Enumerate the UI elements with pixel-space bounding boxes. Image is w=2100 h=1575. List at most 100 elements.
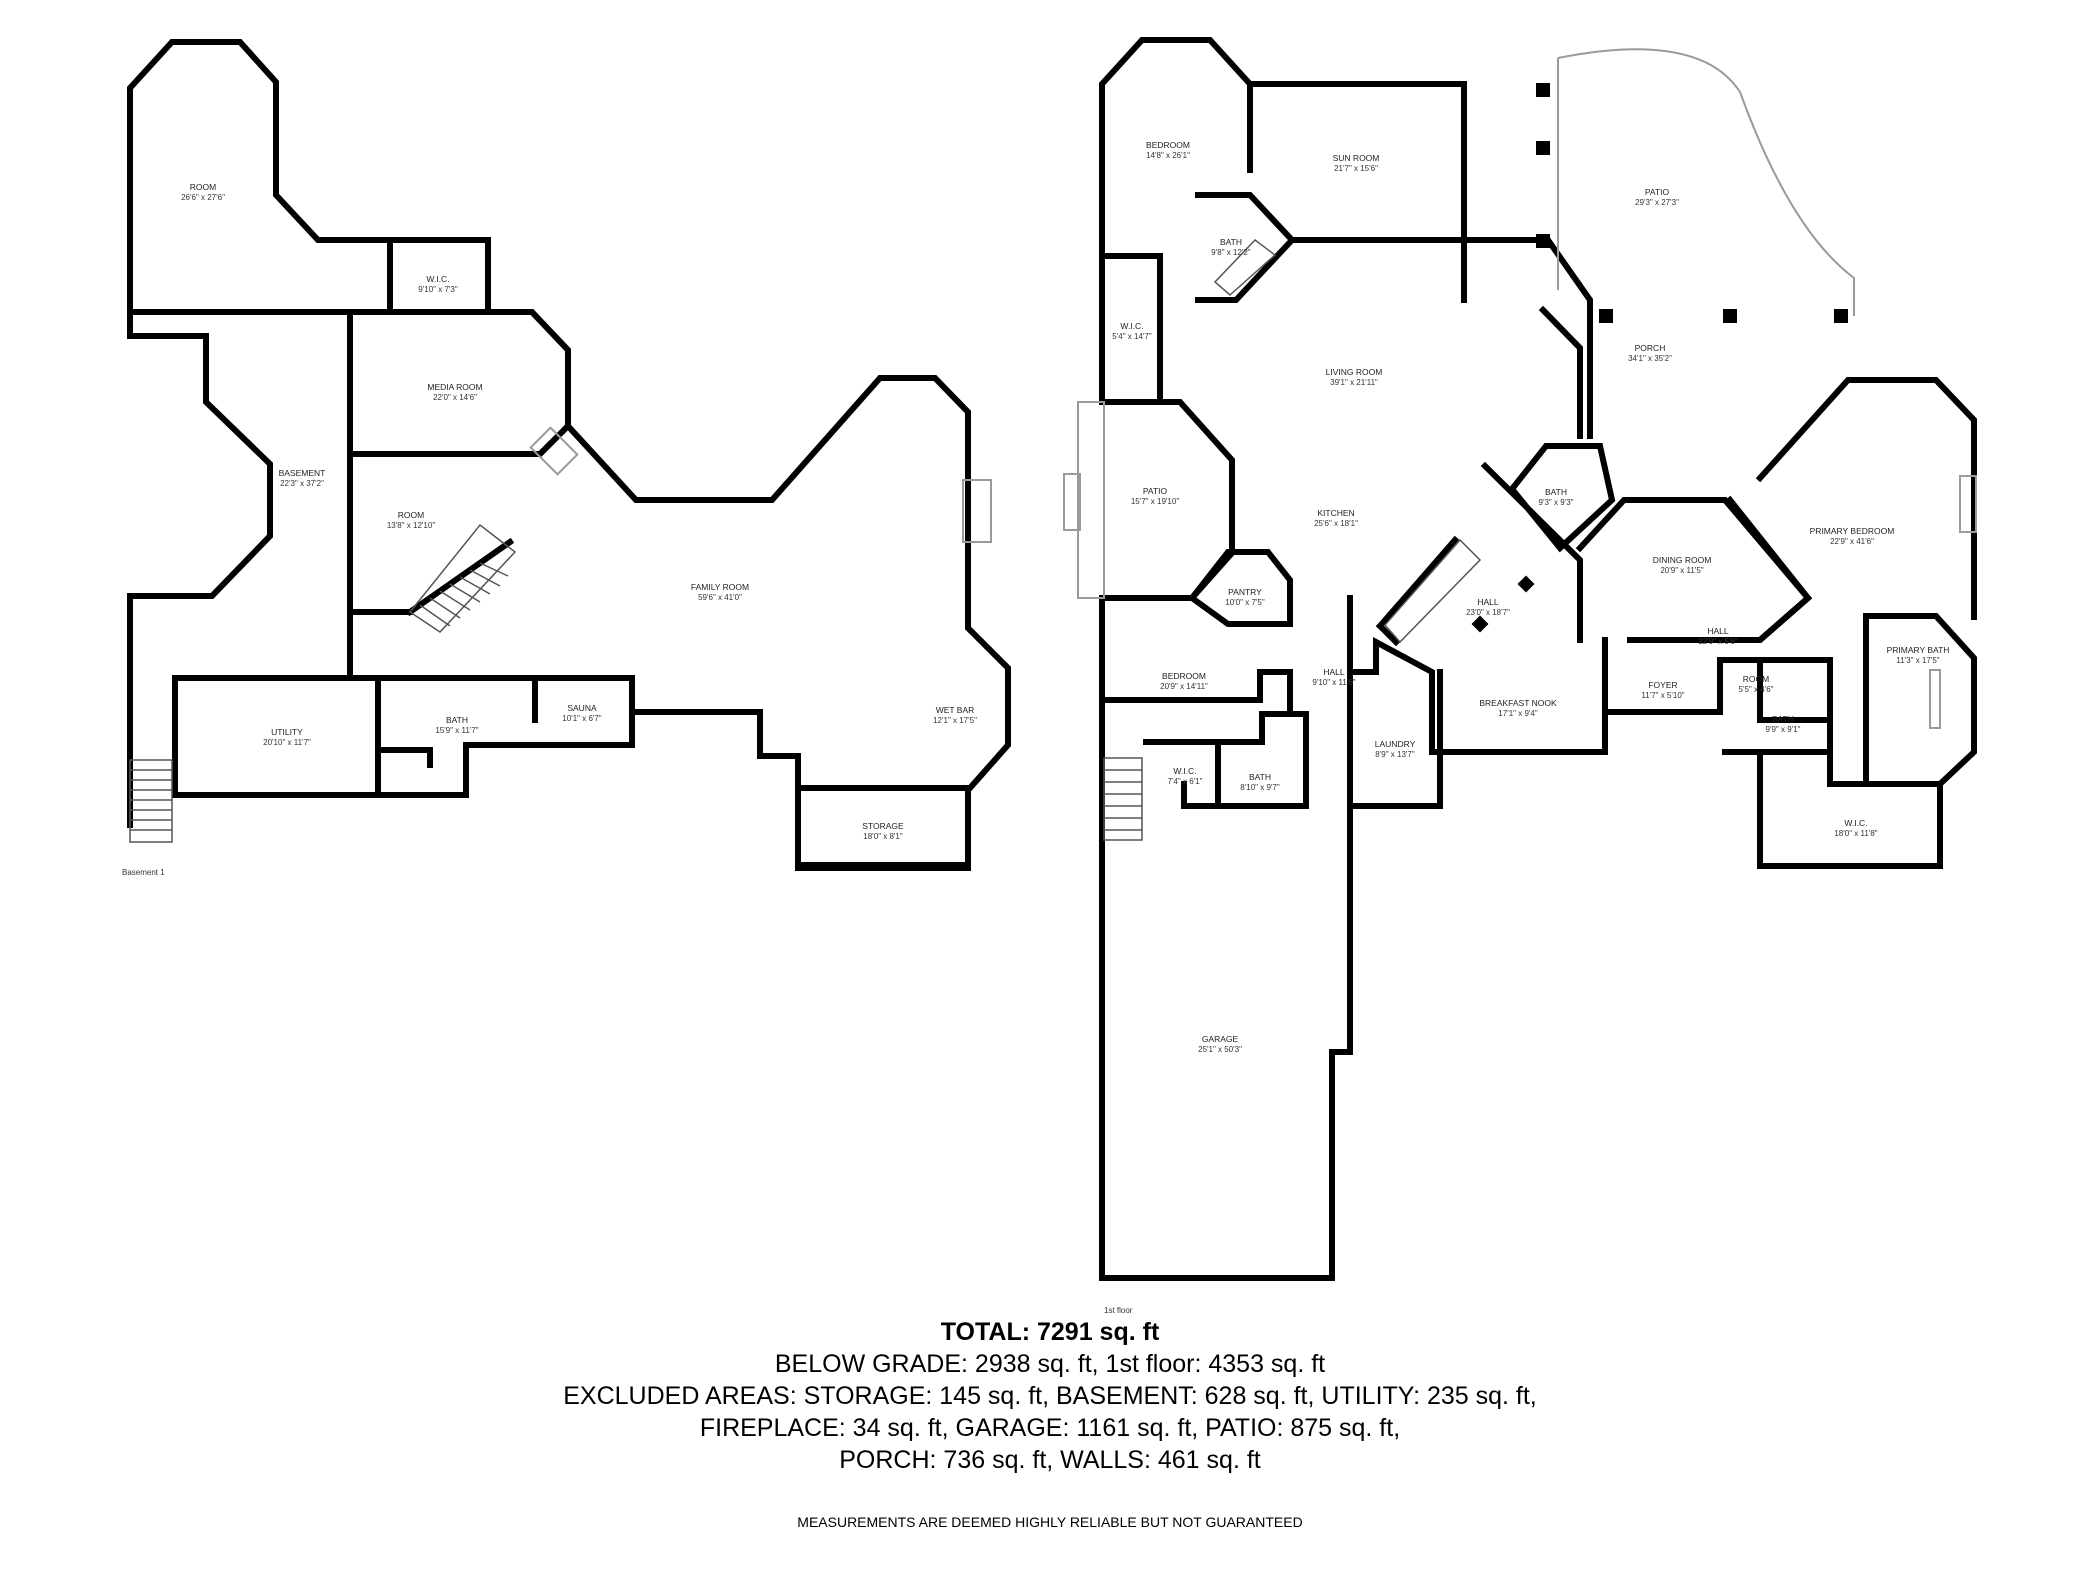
room-dims: 22'3" x 37'2" (280, 479, 324, 488)
room-label: BATH (1249, 772, 1271, 782)
measurement-disclaimer: MEASUREMENTS ARE DEEMED HIGHLY RELIABLE … (797, 1514, 1303, 1530)
basement-stairs (405, 523, 517, 633)
room-label: HALL (1477, 597, 1499, 607)
room-label: BEDROOM (1146, 140, 1190, 150)
breakfast-nook-walls (1347, 636, 1608, 755)
room-dims: 10'0" x 7'5" (1225, 598, 1265, 607)
room-dims: 9'3" x 9'3" (1539, 498, 1574, 507)
room-label: ROOM (190, 182, 216, 192)
primary-bedroom-walls (1755, 377, 1977, 620)
room-label: PRIMARY BATH (1887, 645, 1950, 655)
room-label: HALL (1323, 667, 1345, 677)
room-label: SUN ROOM (1333, 153, 1380, 163)
kitchen-stair-walls (1375, 535, 1460, 647)
room-dims: 11'3" x 17'5" (1896, 656, 1939, 665)
laundry-walls (1347, 669, 1443, 809)
first-wic-walls (1099, 253, 1163, 405)
room-dims: 21'7" x 15'6" (1334, 164, 1378, 173)
room-label: GARAGE (1202, 1034, 1239, 1044)
first-floor-plan: BEDROOM 14'8" x 26'1" SUN ROOM 21'7" x 1… (1063, 37, 1977, 1315)
primary-bath-vanity (1929, 669, 1941, 729)
room-dims: 13'8" x 12'10" (387, 521, 435, 530)
first-fireplace-west (1063, 473, 1081, 531)
west-patio-deck (1077, 401, 1105, 599)
room-label: ROOM (398, 510, 424, 520)
room-label: HALL (1707, 626, 1729, 636)
basement-fireplace (962, 479, 992, 543)
room-dims: 39'1" x 21'11" (1330, 378, 1378, 387)
excluded-areas-line: EXCLUDED AREAS: STORAGE: 145 sq. ft, BAS… (563, 1382, 1537, 1410)
bath-9ft9-walls (1722, 749, 1869, 787)
room-dims: 5'5" x 4'6" (1739, 685, 1774, 694)
room-dims: 10'1" x 6'7" (562, 714, 602, 723)
room-dims: 18'0" x 8'1" (863, 832, 903, 841)
room-dims: 14'8" x 26'1" (1146, 151, 1190, 160)
area-breakdown-line: BELOW GRADE: 2938 sq. ft, 1st floor: 435… (774, 1350, 1326, 1378)
room-dims: 8'10" x 9'7" (1240, 783, 1280, 792)
room-dims: 26'6" x 27'6" (181, 193, 225, 202)
room-dims: 8'9" x 13'7" (1375, 750, 1415, 759)
room-dims: 5'4" x 14'7" (1112, 332, 1152, 341)
excluded-areas-line: FIREPLACE: 34 sq. ft, GARAGE: 1161 sq. f… (699, 1414, 1401, 1442)
living-room-diagonal-wall (1538, 305, 1583, 439)
room-dims: 23'0" x 18'7" (1466, 608, 1510, 617)
floor-name-label: 1st floor (1104, 1306, 1133, 1315)
bedroom-top-walls (1099, 37, 1253, 405)
room-dims: 25'6" x 18'1" (1314, 519, 1358, 528)
room-label: PANTRY (1228, 587, 1262, 597)
room-label: MEDIA ROOM (427, 382, 482, 392)
room-label: W.I.C. (426, 274, 449, 284)
room-dims: 59'6" x 41'0" (698, 593, 742, 602)
room-dims: 9'10" x 7'3" (418, 285, 458, 294)
porch-columns (1471, 83, 1848, 633)
sunroom-walls (1247, 81, 1467, 243)
room-dims: 22'9" x 41'6" (1830, 537, 1874, 546)
floor-name-label: Basement 1 (122, 868, 165, 877)
room-label: DINING ROOM (1653, 555, 1712, 565)
media-closet (529, 426, 579, 476)
room-label: FAMILY ROOM (691, 582, 749, 592)
room-label: BATH (1772, 714, 1794, 724)
room-label: ROOM (1743, 674, 1769, 684)
bath-9ft-walls (1508, 443, 1616, 553)
room-dims: 7'4" x 6'1" (1168, 777, 1203, 786)
room-label: BATH (446, 715, 468, 725)
room-label: FOYER (1648, 680, 1677, 690)
room-label: LAUNDRY (1375, 739, 1416, 749)
room-label: BEDROOM (1162, 671, 1206, 681)
room-label: PATIO (1143, 486, 1168, 496)
room-label: W.I.C. (1844, 818, 1867, 828)
room-label: W.I.C. (1173, 766, 1196, 776)
room-label: KITCHEN (1317, 508, 1354, 518)
room-label: W.I.C. (1120, 321, 1143, 331)
room-dims: 29'3" x 27'3" (1635, 198, 1679, 207)
basement-floor-plan: ROOM 26'6" x 27'6" W.I.C. 9'10" x 7'3" M… (122, 39, 1011, 877)
first-fireplace-east (1959, 475, 1977, 533)
room-dims: 11'7" x 5'10" (1641, 691, 1684, 700)
total-area-heading: TOTAL: 7291 sq. ft (940, 1318, 1160, 1346)
room-dims: 18'0" x 11'8" (1834, 829, 1877, 838)
room-dims: 15'9" x 11'7" (435, 726, 478, 735)
room-dims: 34'1" x 35'2" (1628, 354, 1672, 363)
hall-diagonal-walls (1480, 461, 1813, 643)
room-label: STORAGE (862, 821, 904, 831)
bath-interior-wall (377, 747, 433, 768)
room-label: PRIMARY BEDROOM (1810, 526, 1895, 536)
first-bath-stair (1213, 239, 1277, 296)
room-label: PATIO (1645, 187, 1670, 197)
room-label: BATH (1220, 237, 1242, 247)
room-dims: 15'7" x 19'10" (1131, 497, 1179, 506)
room-dims: 9'9" x 9'1" (1766, 725, 1801, 734)
kitchen-stairs (1383, 538, 1482, 644)
family-room-walls (563, 375, 1011, 868)
foyer-walls (1602, 657, 1833, 755)
wic-large-walls (1722, 749, 1943, 869)
room-dims: 20'9" x 14'11" (1160, 682, 1208, 691)
primary-bath-walls (1863, 613, 1977, 787)
porch-walls (1461, 237, 1593, 439)
room-label: BASEMENT (279, 468, 326, 478)
first-floor-stairs (1103, 757, 1143, 841)
media-room-walls (349, 309, 571, 457)
room-dims: 17'1" x 9'4" (1498, 709, 1538, 718)
